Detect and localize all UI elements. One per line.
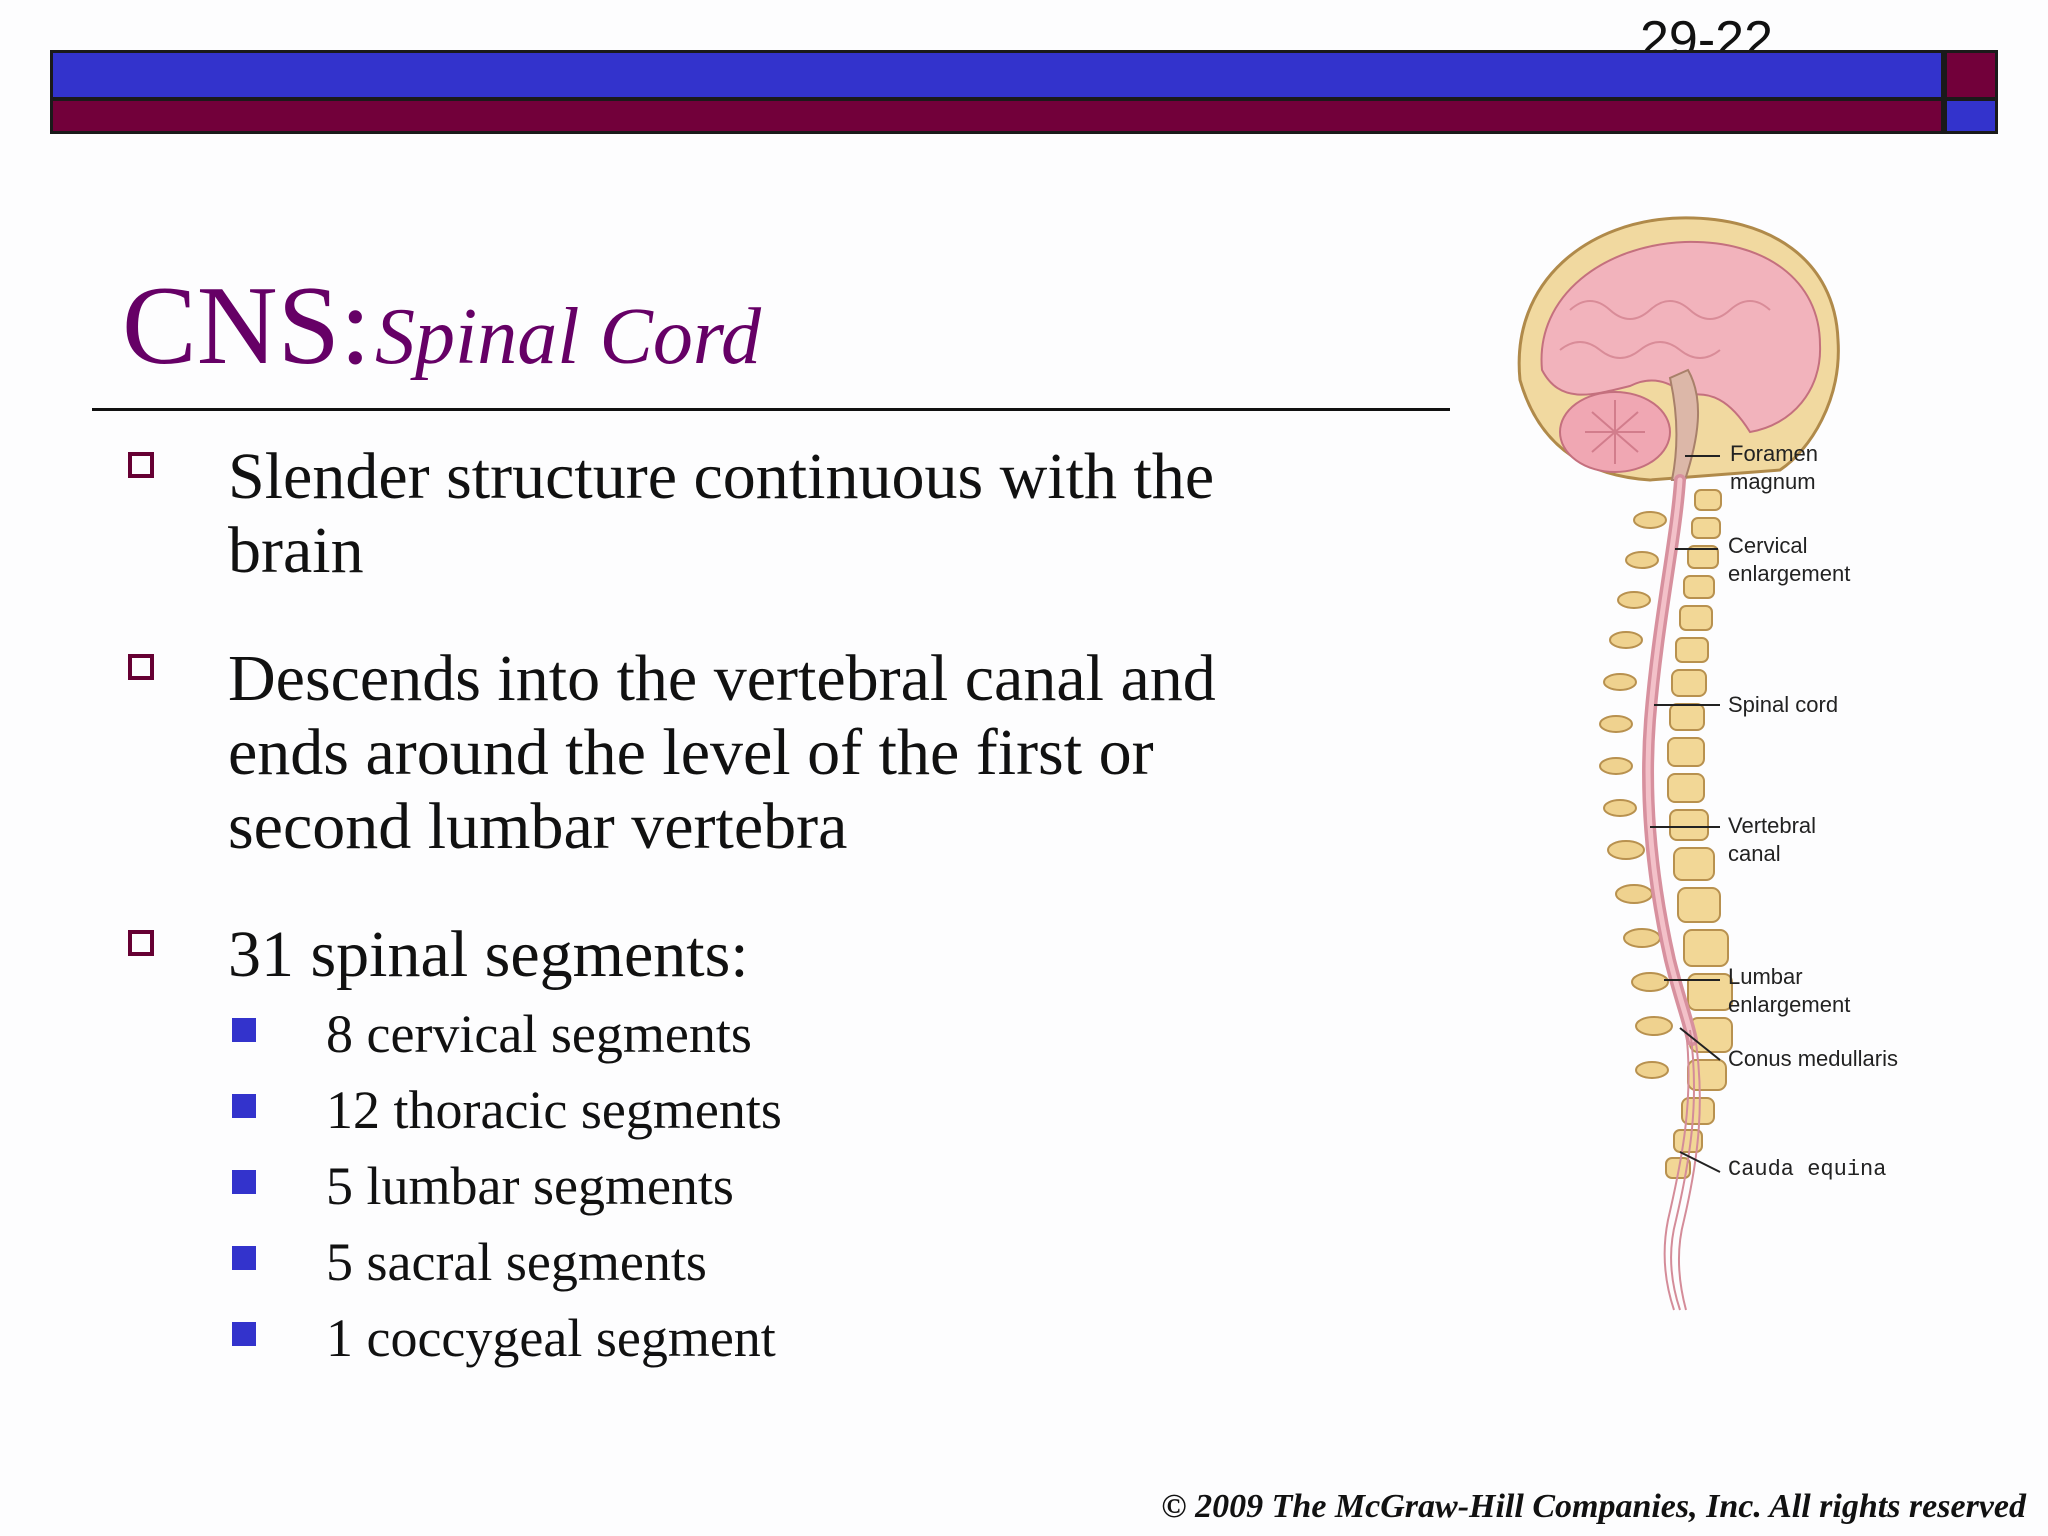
sub-bullet-square-icon xyxy=(232,1170,256,1194)
bullet-item: Slender structure continuous with the br… xyxy=(228,440,1308,588)
sub-bullet-square-icon xyxy=(232,1322,256,1346)
title-subtitle: Spinal Cord xyxy=(375,293,761,381)
header-bar-blue xyxy=(50,50,1944,100)
slide-number: 29-22 xyxy=(1640,14,1773,52)
label-leader-lines xyxy=(1650,455,1721,1173)
bullet-square-icon xyxy=(128,930,154,956)
label-cervical-enlargement: Cervical enlargement xyxy=(1728,533,1851,586)
sub-bullet-item: 5 sacral segments xyxy=(326,1232,707,1292)
label-vertebral-canal: Vertebral canal xyxy=(1728,813,1817,866)
label-foramen-magnum: Foramen magnum xyxy=(1730,441,1819,494)
bullet-line: Descends into the vertebral canal and xyxy=(228,642,1216,715)
bullet-line: second lumbar vertebra xyxy=(228,790,848,863)
spinal-cord-drawing xyxy=(1517,216,1840,1311)
bullet-line: ends around the level of the first or xyxy=(228,716,1154,789)
brain-shape xyxy=(1540,240,1822,434)
spinal-cord-illustration: Foramen magnum Cervical enlargement Spin… xyxy=(1480,200,2040,1420)
title-divider xyxy=(92,408,1450,411)
bullet-square-icon xyxy=(128,452,154,478)
copyright-footer: © 2009 The McGraw-Hill Companies, Inc. A… xyxy=(1161,1488,2026,1525)
sub-bullet-item: 8 cervical segments xyxy=(326,1004,752,1064)
bullet-line: Slender structure continuous with the xyxy=(228,440,1215,513)
sub-bullet-square-icon xyxy=(232,1094,256,1118)
bullet-item: Descends into the vertebral canal and en… xyxy=(228,642,1308,864)
sub-bullet-square-icon xyxy=(232,1018,256,1042)
label-spinal-cord: Spinal cord xyxy=(1728,692,1839,717)
slide-title: CNS: Spinal Cord xyxy=(122,262,761,391)
header-bar-maroon xyxy=(50,98,1944,134)
label-lumbar-enlargement: Lumbar enlargement xyxy=(1728,964,1851,1017)
cerebellum-lines xyxy=(1585,400,1645,464)
header-corner-maroon xyxy=(1944,50,1998,100)
bullet-line: 31 spinal segments: xyxy=(228,918,749,991)
label-cauda-equina: Cauda equina xyxy=(1728,1157,1887,1182)
header-corner-blue xyxy=(1944,98,1998,134)
sub-bullet-item: 12 thoracic segments xyxy=(326,1080,782,1140)
bullet-item: 31 spinal segments: xyxy=(228,918,1308,992)
brain-folds xyxy=(1559,300,1771,359)
cauda-equina-strands xyxy=(1663,1029,1701,1311)
bullet-line: brain xyxy=(228,514,364,587)
sub-bullet-item: 1 coccygeal segment xyxy=(326,1308,776,1368)
title-main: CNS: xyxy=(122,264,371,388)
spinous-processes xyxy=(1599,511,1673,1079)
label-conus-medullaris: Conus medullaris xyxy=(1728,1046,1898,1071)
sub-bullet-square-icon xyxy=(232,1246,256,1270)
brainstem-shape xyxy=(1668,368,1699,481)
sub-bullet-item: 5 lumbar segments xyxy=(326,1156,734,1216)
bullet-square-icon xyxy=(128,654,154,680)
spinal-cord-highlight xyxy=(1645,477,1695,1043)
